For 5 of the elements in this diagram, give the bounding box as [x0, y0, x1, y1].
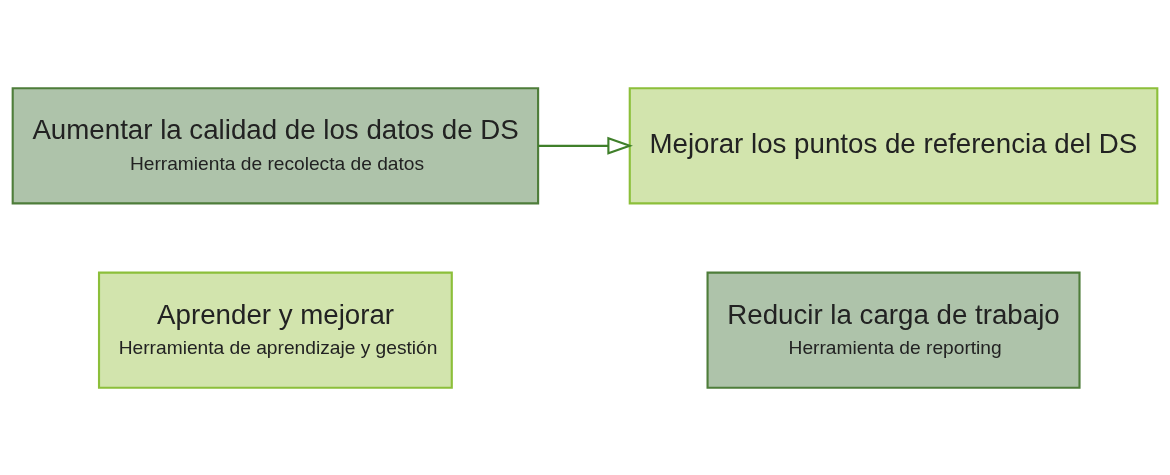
node-box: Reducir la carga de trabajo Herramienta de reporting — [706, 271, 1081, 389]
node-box: Mejorar los puntos de referencia del DS — [628, 86, 1159, 204]
node-box: Aprender y mejorar Herramienta de aprendizaje y gestión — [97, 271, 453, 389]
arrow — [538, 136, 633, 155]
node-box: Aumentar la calidad de los datos de DS Herramienta de recolecta de datos — [11, 86, 540, 204]
